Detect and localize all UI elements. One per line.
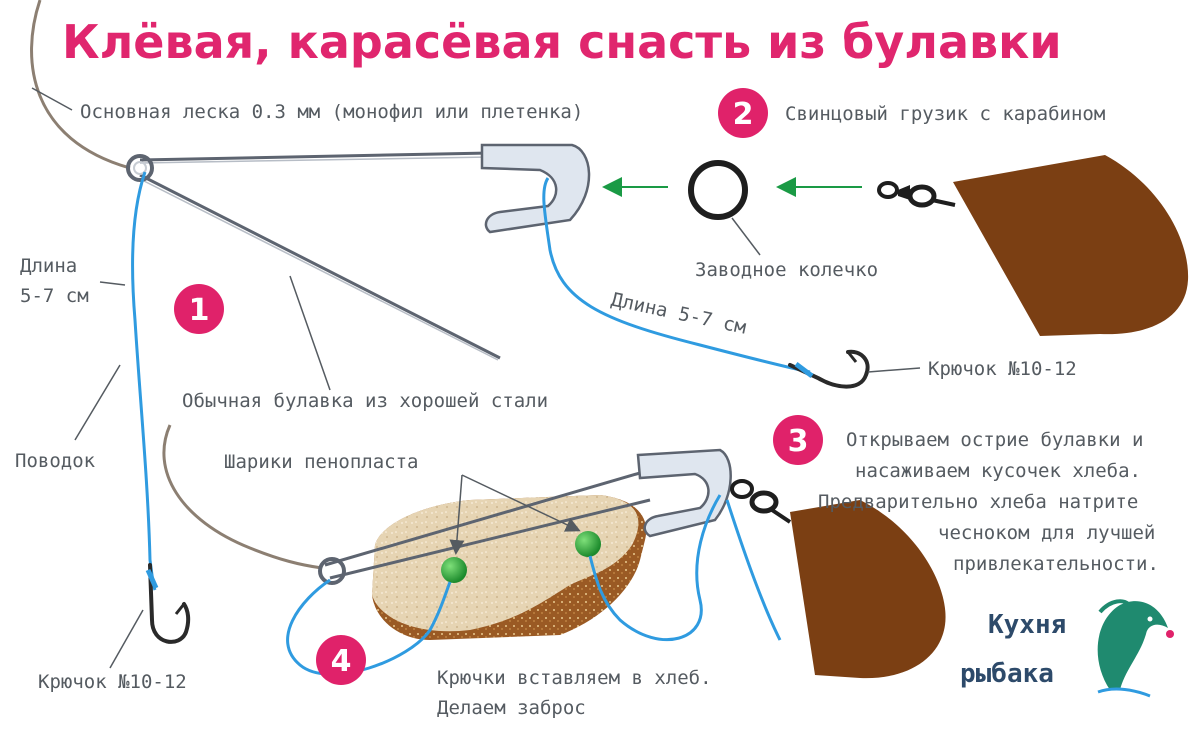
main-fishing-line (30, 0, 131, 170)
right-leader-line (542, 177, 811, 374)
step4-line-2: Делаем заброс (437, 697, 586, 719)
step-badge-4: 4 (316, 635, 366, 685)
hook-right-icon (788, 349, 870, 389)
svg-text:4: 4 (331, 644, 352, 679)
arrow-to-foam-left (449, 474, 465, 555)
step3-line-4: чесноком для лучшей (938, 522, 1155, 544)
step3-line-5: привлекательности. (953, 553, 1159, 575)
pin-coil (126, 154, 154, 182)
step-badge-1: 1 (174, 284, 224, 334)
label-length-left-2: 5-7 см (20, 285, 89, 307)
logo-line-1: Кухня (988, 610, 1066, 640)
lower-pin-shaft-upper (324, 468, 651, 567)
pin-clasp (480, 143, 591, 234)
label-main-line: Основная леска 0.3 мм (монофил или плете… (80, 101, 583, 123)
svg-text:1: 1 (189, 293, 210, 328)
hook-left-icon (148, 563, 191, 644)
split-ring-icon (688, 160, 748, 220)
arrow-to-foam-right (461, 474, 581, 532)
label-length-left-1: Длина (20, 255, 77, 277)
svg-text:2: 2 (733, 97, 754, 132)
step4-line-1: Крючки вставляем в хлеб. (437, 667, 712, 689)
lower-pin-coil (318, 557, 346, 585)
label-pin: Обычная булавка из хорошей стали (182, 390, 548, 412)
lower-pin-clasp (636, 448, 732, 538)
pin-shaft-upper (139, 151, 491, 162)
label-split-ring: Заводное колечко (695, 259, 878, 281)
logo: Кухня рыбака (960, 599, 1174, 698)
lower-sinker-icon (790, 500, 946, 679)
label-foam-balls: Шарики пенопласта (224, 451, 418, 473)
step3-line-2: насаживаем кусочек хлеба. (855, 460, 1141, 482)
lower-leader-right (588, 494, 722, 642)
label-leader: Поводок (15, 450, 96, 472)
label-hook-right: Крючок №10-12 (928, 358, 1077, 380)
logo-line-2: рыбака (960, 659, 1054, 689)
label-hook-left: Крючок №10-12 (38, 671, 187, 693)
page-title: Клёвая, карасёвая снасть из булавки (62, 15, 1062, 69)
fish-logo-icon (1097, 599, 1174, 698)
step3-line-1: Открываем острие булавки и (846, 429, 1143, 451)
swivel-icon (877, 181, 956, 208)
svg-text:3: 3 (788, 424, 809, 459)
label-length-right: Длина 5-7 см (609, 289, 748, 339)
foam-ball-left (441, 557, 467, 583)
main-line-lower (162, 424, 323, 570)
step-badge-2: 2 (718, 88, 768, 138)
label-sinker: Свинцовый грузик с карабином (785, 103, 1105, 125)
sinker-icon (953, 155, 1189, 336)
left-leader-line (130, 171, 157, 591)
step3-line-3: Предварительно хлеба натрите (818, 491, 1138, 513)
step-badge-3: 3 (773, 415, 823, 465)
lower-pin-shaft-lower (329, 498, 651, 580)
foam-ball-right (575, 531, 601, 557)
lower-swivel-icon (730, 479, 792, 524)
pin-shaft-lower (139, 173, 501, 360)
